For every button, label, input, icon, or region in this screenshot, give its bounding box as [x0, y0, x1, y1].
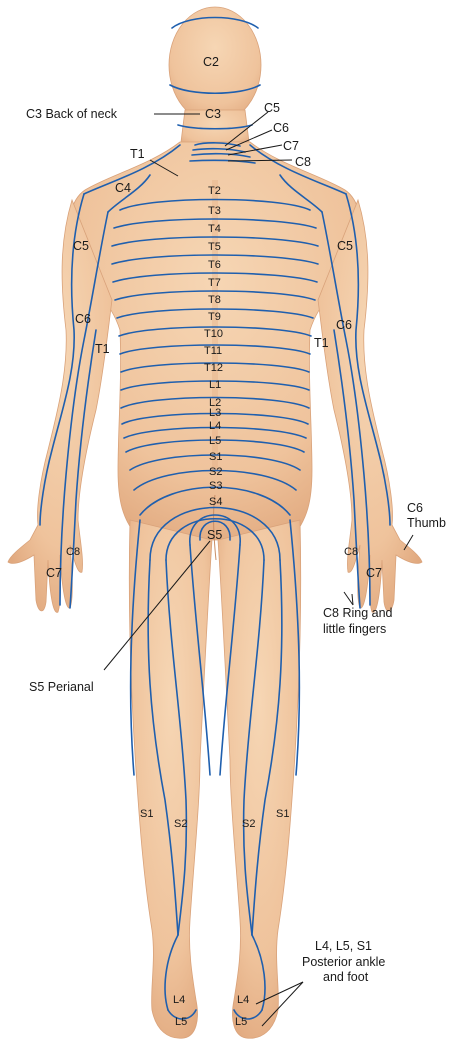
label-l4-foot-left: L4 — [173, 994, 185, 1006]
label-c4: C4 — [115, 181, 131, 195]
label-t9: T9 — [208, 311, 221, 323]
label-c8-hand-left: C8 — [66, 546, 80, 558]
label-t4: T4 — [208, 223, 221, 235]
label-c8-hand-right: C8 — [344, 546, 358, 558]
label-t7: T7 — [208, 277, 221, 289]
label-s1-leg-right: S1 — [276, 808, 289, 820]
label-s3: S3 — [209, 480, 222, 492]
label-s5: S5 — [207, 528, 222, 542]
lead-c8-fingers-a — [344, 592, 353, 605]
label-l3: L3 — [209, 407, 221, 419]
right-arm — [318, 200, 422, 612]
label-c6-left: C6 — [75, 312, 91, 326]
callout-s5-perianal: S5 Perianal — [29, 680, 94, 694]
label-c7-top: C7 — [283, 139, 299, 153]
label-c5-top: C5 — [264, 101, 280, 115]
label-t10: T10 — [204, 328, 223, 340]
label-t2: T2 — [208, 185, 221, 197]
callout-c6-thumb-line2: Thumb — [407, 516, 446, 530]
callout-ankle-line1: L4, L5, S1 — [315, 939, 372, 953]
label-c3-callout: C3 Back of neck — [26, 107, 118, 121]
label-c8-top: C8 — [295, 155, 311, 169]
body-silhouette — [8, 7, 422, 1038]
callout-ankle-line2: Posterior ankle — [302, 955, 385, 969]
label-s1-leg-left: S1 — [140, 808, 153, 820]
callout-c6-thumb-line1: C6 — [407, 501, 423, 515]
label-c5-right: C5 — [337, 239, 353, 253]
left-leg — [129, 520, 212, 1038]
label-s2: S2 — [209, 466, 222, 478]
label-s2-leg-right: S2 — [242, 818, 255, 830]
label-c6-right: C6 — [336, 318, 352, 332]
label-c6-top: C6 — [273, 121, 289, 135]
label-t5: T5 — [208, 241, 221, 253]
label-l5: L5 — [209, 435, 221, 447]
callout-c8-fingers-line2: little fingers — [323, 622, 386, 636]
label-l5-foot-left: L5 — [175, 1016, 187, 1028]
label-t6: T6 — [208, 259, 221, 271]
right-leg — [218, 520, 301, 1038]
label-l4-foot-right: L4 — [237, 994, 249, 1006]
label-t8: T8 — [208, 294, 221, 306]
callout-ankle-line3: and foot — [323, 970, 369, 984]
label-t12: T12 — [204, 362, 223, 374]
label-t1-left: T1 — [95, 342, 110, 356]
label-s4: S4 — [209, 496, 222, 508]
label-t3: T3 — [208, 205, 221, 217]
label-c7-hand-right: C7 — [366, 566, 382, 580]
label-c2: C2 — [203, 55, 219, 69]
label-c7-hand-left: C7 — [46, 566, 62, 580]
left-arm — [8, 200, 112, 612]
label-c5-left: C5 — [73, 239, 89, 253]
label-t11: T11 — [204, 345, 222, 357]
label-l4: L4 — [209, 420, 221, 432]
label-l5-foot-right: L5 — [235, 1016, 247, 1028]
label-t1-top: T1 — [130, 147, 145, 161]
label-l1: L1 — [209, 379, 221, 391]
label-s1: S1 — [209, 451, 222, 463]
label-c3: C3 — [205, 107, 221, 121]
label-t1-right: T1 — [314, 336, 329, 350]
label-s2-leg-left: S2 — [174, 818, 187, 830]
callout-c8-fingers-line1: C8 Ring and — [323, 606, 393, 620]
